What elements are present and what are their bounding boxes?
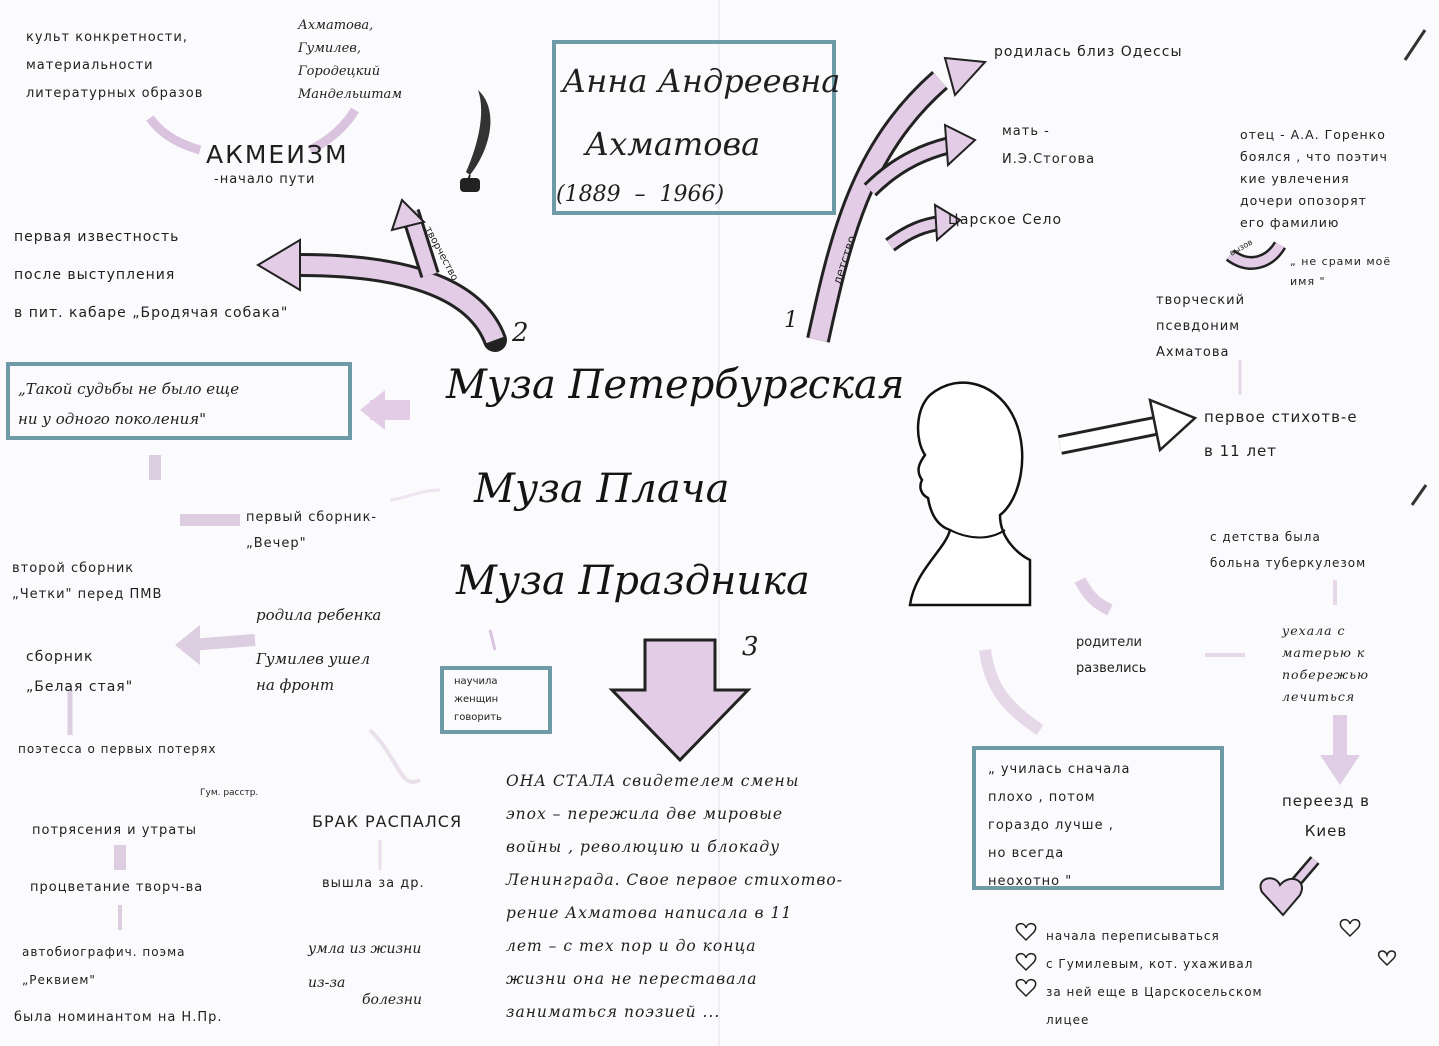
pseudonym: творческий псевдоним Ахматова xyxy=(1156,293,1246,360)
title-name-line1: Анна Андреевна xyxy=(562,62,841,100)
study-quote-box xyxy=(972,746,1224,890)
parents-divorced: родители развелись xyxy=(1076,635,1147,676)
married-another: вышла за др. xyxy=(322,876,425,891)
summary-text: ОНА СТАЛА свидетелем смены эпох – пережи… xyxy=(506,772,843,1021)
taught-women-box xyxy=(440,666,552,734)
taught-women: научила женщин говорить xyxy=(454,676,502,723)
arrow-white-flock xyxy=(189,634,256,651)
tuberculosis: с детства была больна туберкулезом xyxy=(1210,530,1367,570)
acmeism-poets: Ахматова, Гумилев, Городецкий Мандельшта… xyxy=(298,18,403,102)
branch-number-3: 3 xyxy=(742,632,759,662)
muse-lament: Муза Плача xyxy=(474,466,730,512)
creativity-fame: первая известность после выступления в п… xyxy=(14,229,289,321)
branch-number-1: 1 xyxy=(784,308,798,333)
quote-generation: „Такой судьбы не было еще ни у одного по… xyxy=(18,380,240,428)
marriage-broke: БРАК РАСПАЛСЯ xyxy=(312,812,463,831)
moved-kiev: переезд в Киев xyxy=(1282,792,1370,840)
poetess-losses: поэтесса о первых потерях xyxy=(18,742,217,756)
heart-icon xyxy=(1259,877,1303,917)
requiem: автобиографич. поэма „Реквием" xyxy=(22,945,186,987)
died: умла из жизни из-за xyxy=(308,941,422,991)
title-box xyxy=(552,40,836,215)
heart-bullet-icon xyxy=(1339,918,1361,938)
arrow-childhood xyxy=(806,70,948,343)
arrow-acmeism-left xyxy=(146,115,202,155)
heart-bullet-icon xyxy=(1015,952,1037,972)
gave-birth: родила ребенка xyxy=(256,606,382,624)
father-text: отец - А.А. Горенко боялся , что поэтич … xyxy=(1240,127,1388,230)
childhood-mother: мать - И.Э.Стогова xyxy=(1002,124,1096,167)
left-with-mother: уехала с матерью к побережью лечиться xyxy=(1282,623,1370,704)
gumilev-shot: Гум. расстр. xyxy=(200,788,259,798)
acmeism-subtitle: -начало пути xyxy=(214,172,316,187)
study-quote: „ училась сначала плохо , потом гораздо … xyxy=(988,762,1131,889)
heart-bullet-icon xyxy=(1015,922,1037,942)
arrow-down-big xyxy=(608,638,752,763)
quote-generation-box xyxy=(6,362,352,440)
muse-petersburg: Муза Петербургская xyxy=(446,362,905,408)
portrait-sketch xyxy=(908,381,1032,607)
nobel-nominee: была номинантом на Н.Пр. xyxy=(14,1010,223,1025)
arrow-acmeism-right xyxy=(307,107,359,155)
heart-bullet-icon xyxy=(1015,978,1037,998)
father-quote: „ не срами моё имя " xyxy=(1290,255,1392,288)
muse-celebration: Муза Праздника xyxy=(456,558,810,604)
correspondence: начала переписываться с Гумилевым, кот. … xyxy=(1046,929,1263,1027)
branch-number-2: 2 xyxy=(512,318,529,348)
title-years: (1889 – 1966) xyxy=(556,182,725,207)
childhood-tsarskoe: Царское Село xyxy=(948,212,1063,228)
heart-bullet-icon xyxy=(1377,950,1397,967)
quill-icon xyxy=(460,90,491,192)
white-flock: сборник „Белая стая" xyxy=(26,649,134,695)
acmeism-cult: культ конкретности, материальности литер… xyxy=(26,30,204,101)
flourishing: процветание творч-ва xyxy=(30,880,204,895)
gumilev-front: Гумилев ушел на фронт xyxy=(256,650,370,694)
shocks-losses: потрясения и утраты xyxy=(32,823,198,838)
arrow-study xyxy=(979,649,1044,735)
title-name-line2: Ахматова xyxy=(585,125,761,163)
first-collection: первый сборник- „Вечер" xyxy=(246,510,378,551)
second-collection: второй сборник „Четки" перед ПМВ xyxy=(12,561,163,602)
first-poem: первое стихотв-е в 11 лет xyxy=(1204,408,1358,460)
illness: болезни xyxy=(362,992,423,1008)
childhood-born: родилась близ Одессы xyxy=(994,44,1183,60)
acmeism-title: АКМЕИЗМ xyxy=(206,140,349,169)
